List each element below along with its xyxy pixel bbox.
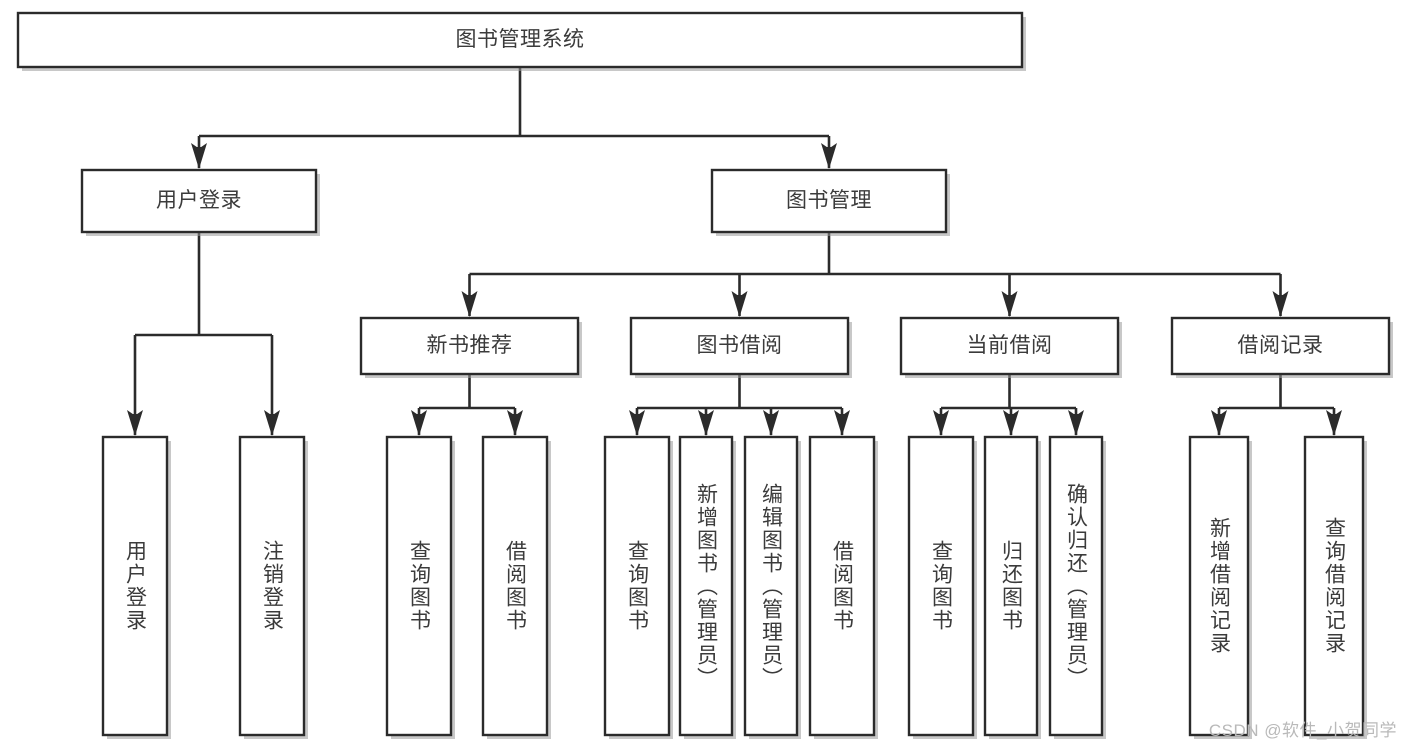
- edge-arrowhead: [1001, 291, 1018, 317]
- edge-arrowhead: [698, 410, 714, 436]
- node-box-l-brw-borrow-book[interactable]: [808, 435, 876, 737]
- node-box-l-brw-add-book[interactable]: [678, 435, 734, 737]
- node-box-l-rec-add-record[interactable]: [1188, 435, 1250, 737]
- node-box-l-rec-borrow-book[interactable]: [481, 435, 549, 737]
- node-box-l-cur-query-book[interactable]: [907, 435, 975, 737]
- edge-arrowhead: [1003, 410, 1019, 436]
- edge-arrowhead: [191, 143, 207, 169]
- edge-arrowhead: [834, 410, 850, 436]
- node-box-n-book-manage[interactable]: [710, 168, 948, 234]
- node-box-n-borrow-record[interactable]: [1170, 316, 1391, 376]
- edge-arrowhead: [127, 410, 143, 436]
- node-box-l-brw-query-book[interactable]: [603, 435, 671, 737]
- edge-arrowhead: [1272, 291, 1289, 317]
- watermark-text: CSDN @软件_小贺同学: [1208, 721, 1397, 740]
- edge-arrowhead: [1326, 410, 1342, 436]
- edge-arrowhead: [264, 410, 280, 436]
- edge-arrowhead: [731, 291, 748, 317]
- edge-arrowhead: [1068, 410, 1084, 436]
- node-box-l-user-logout[interactable]: [238, 435, 306, 737]
- edge-arrowhead: [461, 291, 478, 317]
- node-box-l-cur-return-book[interactable]: [983, 435, 1039, 737]
- node-box-n-current-borrow[interactable]: [899, 316, 1120, 376]
- node-box-l-user-login[interactable]: [101, 435, 169, 737]
- node-box-l-rec-query-book[interactable]: [385, 435, 453, 737]
- edge-arrowhead: [629, 410, 645, 436]
- edge-arrowhead: [763, 410, 779, 436]
- node-box-l-cur-confirm-return[interactable]: [1048, 435, 1104, 737]
- boxes-layer: [16, 11, 1393, 739]
- node-box-l-brw-edit-book[interactable]: [743, 435, 799, 737]
- edge-arrowhead: [821, 143, 837, 169]
- node-box-n-user-login[interactable]: [80, 168, 318, 234]
- node-box-l-rec-query-record[interactable]: [1303, 435, 1365, 737]
- edge-arrowhead: [507, 410, 523, 436]
- node-box-root[interactable]: [16, 11, 1024, 69]
- edges-layer: [127, 67, 1342, 436]
- node-box-n-book-borrow[interactable]: [629, 316, 850, 376]
- edge-arrowhead: [933, 410, 949, 436]
- node-box-n-new-book-rec[interactable]: [359, 316, 580, 376]
- edge-arrowhead: [411, 410, 427, 436]
- edge-arrowhead: [1211, 410, 1227, 436]
